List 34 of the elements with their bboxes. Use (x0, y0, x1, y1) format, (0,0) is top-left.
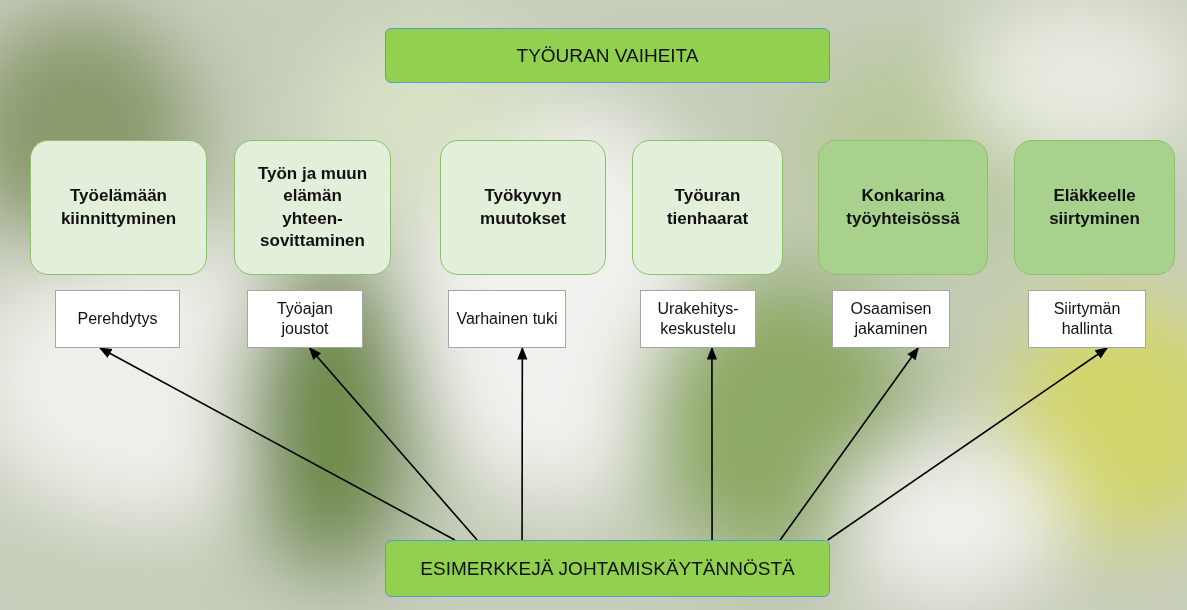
arrow (98, 347, 456, 541)
node-text: Työelämään kiinnittyminen (59, 185, 178, 230)
node-text: ESIMERKKEJÄ JOHTAMISKÄYTÄNNÖSTÄ (420, 557, 795, 580)
stage-box (234, 140, 391, 275)
arrow (308, 347, 478, 541)
node-text: Perehdytys (77, 309, 158, 329)
heading-box (385, 28, 830, 83)
practice-box (247, 290, 363, 348)
arrow (827, 347, 1109, 541)
node-text: Konkarina työyhteisössä (845, 185, 961, 230)
node-text: Työn ja muun elämän yhteen-sovittaminen (257, 163, 368, 252)
node-text: TYÖURAN VAIHEITA (516, 44, 699, 67)
node-text: Siirtymän hallinta (1052, 299, 1122, 339)
node-text: Osaamisen jakaminen (849, 299, 933, 339)
stage-box (30, 140, 207, 275)
node-text: Varhainen tuki (456, 309, 558, 329)
arrow (706, 346, 718, 541)
stage-box (818, 140, 988, 275)
arrow (517, 346, 528, 541)
stage-box (1014, 140, 1175, 275)
practice-box (640, 290, 756, 348)
arrow (779, 346, 919, 541)
node-text: Työkyvyn muutokset (479, 185, 567, 230)
stage-box (440, 140, 606, 275)
stage-box (632, 140, 783, 275)
practice-box (1028, 290, 1146, 348)
node-text: Eläkkeelle siirtyminen (1048, 185, 1141, 230)
practice-box (448, 290, 566, 348)
node-text: Urakehitys-keskustelu (656, 299, 740, 339)
node-text: Työajan joustot (275, 299, 334, 339)
practice-box (55, 290, 180, 348)
heading-box (385, 540, 830, 597)
practice-box (832, 290, 950, 348)
node-text: Työuran tienhaarat (665, 185, 750, 230)
